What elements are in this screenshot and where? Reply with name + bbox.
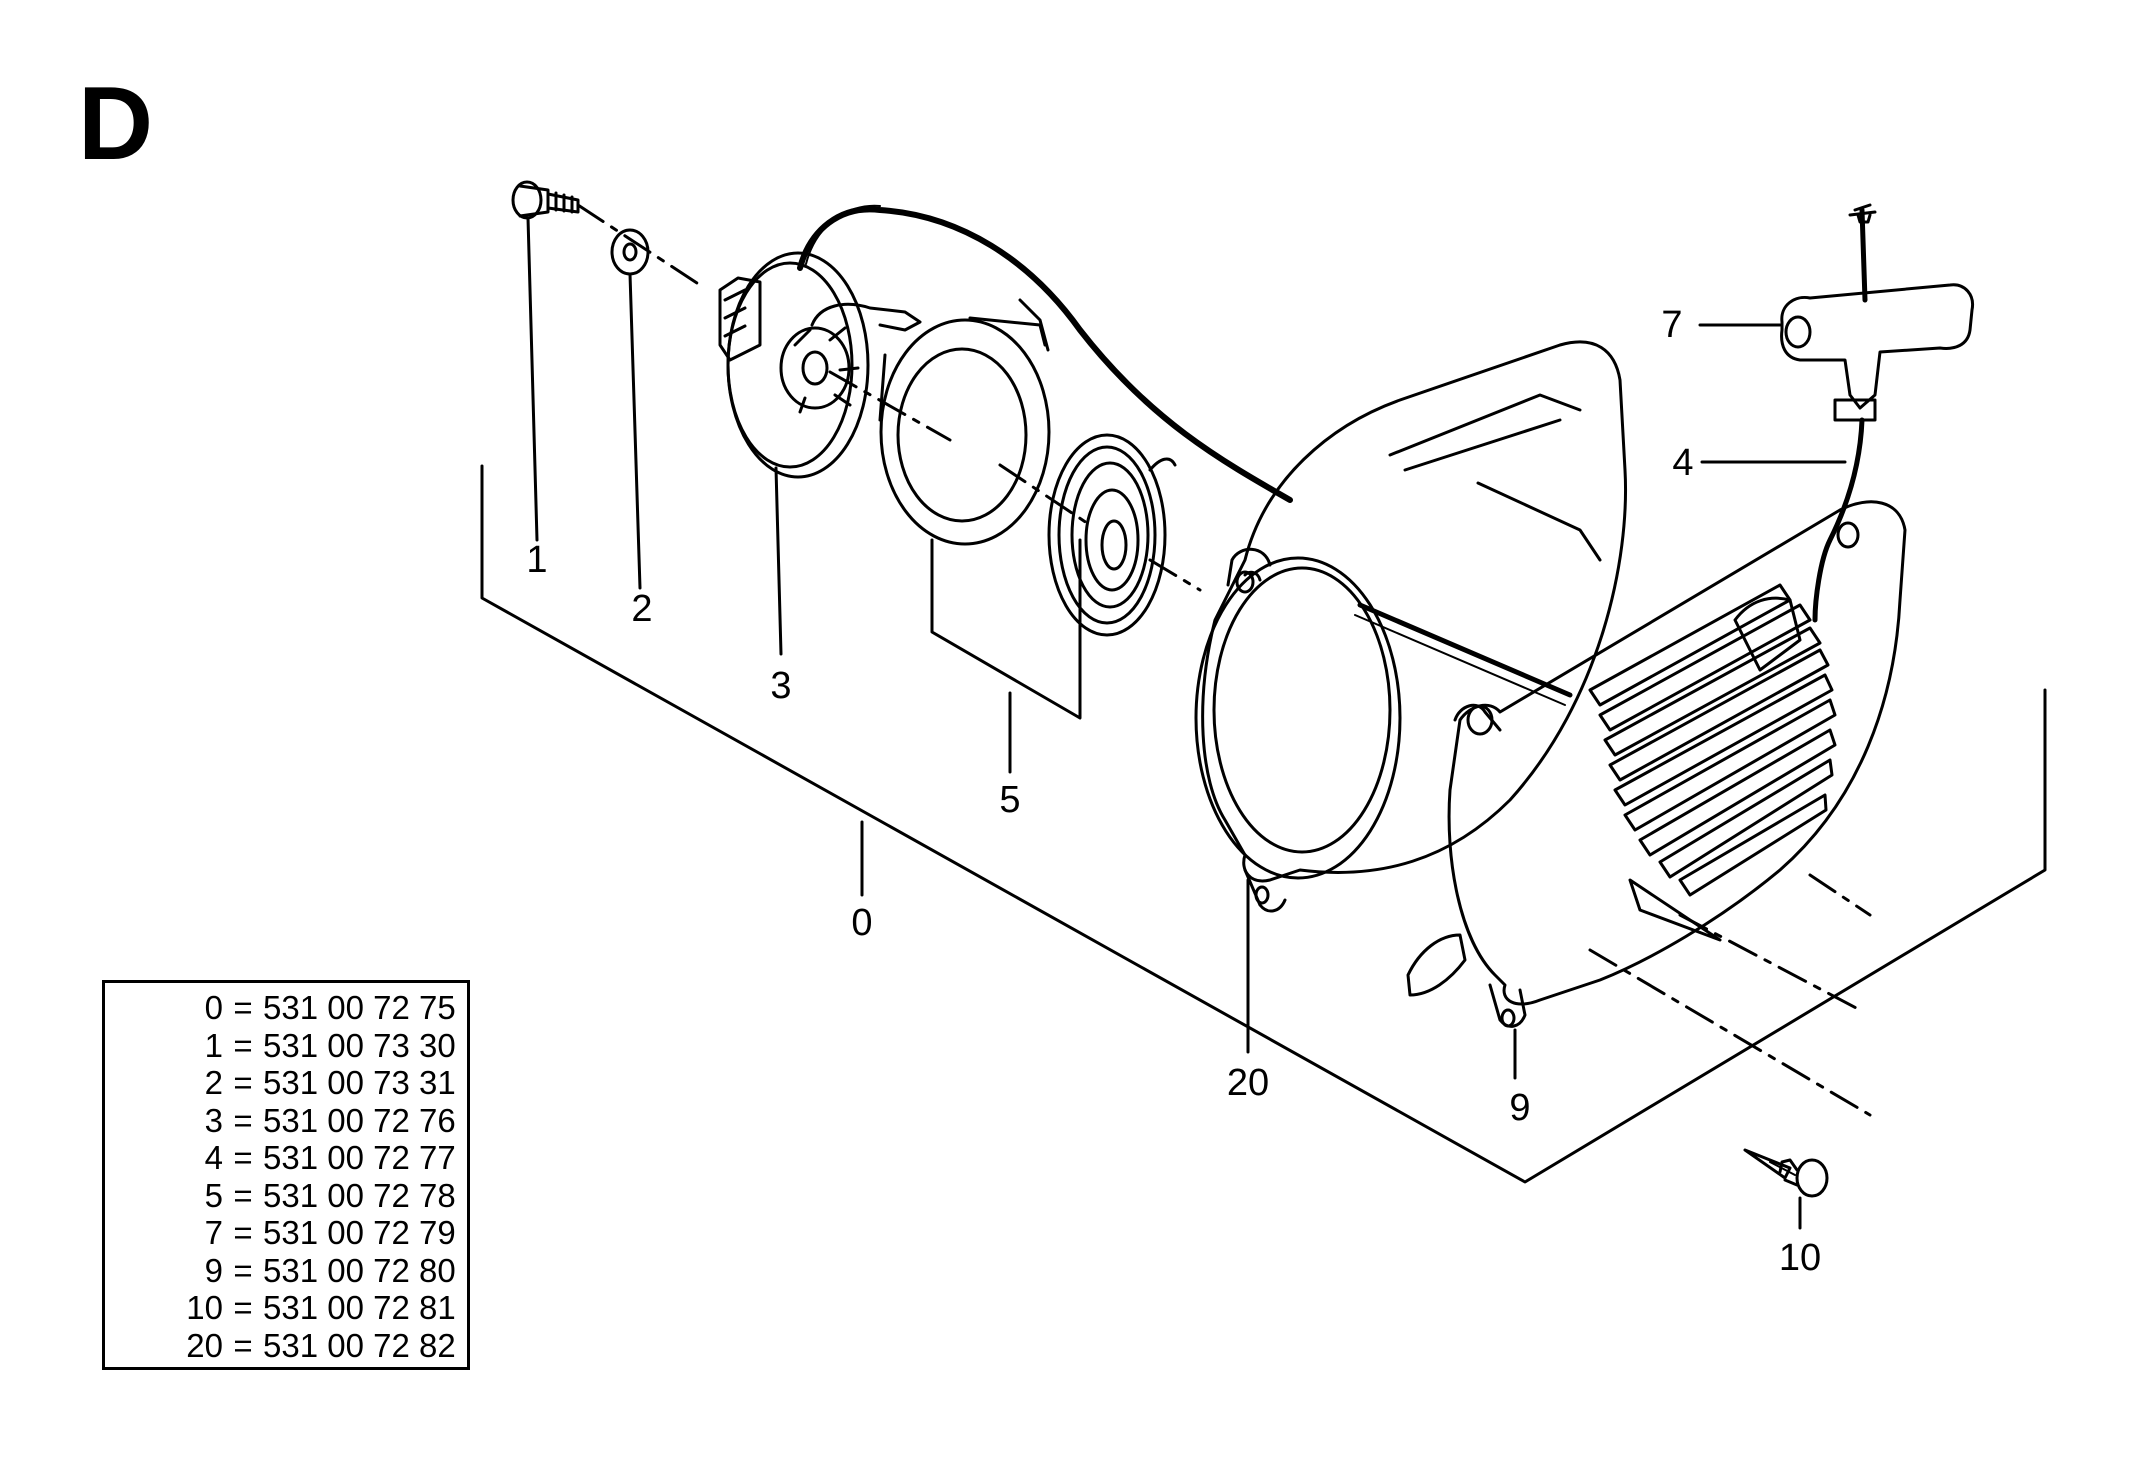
spring-housing-part-5 xyxy=(878,298,1051,546)
legend-row: 5=531 00 72 78 xyxy=(204,1176,456,1214)
starter-handle-part-7 xyxy=(1780,203,1975,422)
callout-20: 20 xyxy=(1227,1062,1269,1104)
callout-2: 2 xyxy=(631,588,652,630)
washer-part-2 xyxy=(610,228,650,276)
fan-housing-part-20 xyxy=(1194,340,1627,913)
callout-0: 0 xyxy=(851,902,872,944)
legend-row: 7=531 00 72 79 xyxy=(204,1214,456,1251)
assembly-axis xyxy=(576,203,1872,1117)
callout-3: 3 xyxy=(770,665,791,707)
callout-10: 10 xyxy=(1779,1237,1821,1279)
screw-part-10 xyxy=(1743,1148,1829,1198)
legend-row: 4=531 00 72 77 xyxy=(204,1139,456,1176)
callout-1: 1 xyxy=(526,539,547,581)
legend-row: 2=531 00 73 31 xyxy=(204,1064,456,1101)
legend-row: 0=531 00 72 75 xyxy=(204,989,456,1026)
starter-cover-part-9 xyxy=(1406,500,1907,1028)
assembly-bracket xyxy=(480,464,2047,1184)
pulley-part-3 xyxy=(718,204,1293,503)
callout-5: 5 xyxy=(999,779,1020,821)
callout-4: 4 xyxy=(1672,442,1693,484)
legend-row: 3=531 00 72 76 xyxy=(204,1101,456,1139)
bolt-part-1 xyxy=(511,180,580,220)
legend-row: 20=531 00 72 82 xyxy=(186,1326,456,1364)
cover-grille xyxy=(1588,583,1837,897)
callout-7: 7 xyxy=(1661,304,1682,346)
recoil-spring-part-5 xyxy=(1047,433,1177,637)
legend-row: 1=531 00 73 30 xyxy=(204,1026,456,1064)
starter-rope-part-4 xyxy=(1812,417,1865,623)
legend-row: 10=531 00 72 81 xyxy=(186,1289,456,1326)
section-letter: D xyxy=(78,66,154,182)
part-number-legend: 0=531 00 72 75 1=531 00 73 30 2=531 00 7… xyxy=(102,980,470,1370)
legend-row: 9=531 00 72 80 xyxy=(204,1251,456,1289)
leader-lines xyxy=(526,216,1847,1230)
callout-9: 9 xyxy=(1509,1087,1530,1129)
